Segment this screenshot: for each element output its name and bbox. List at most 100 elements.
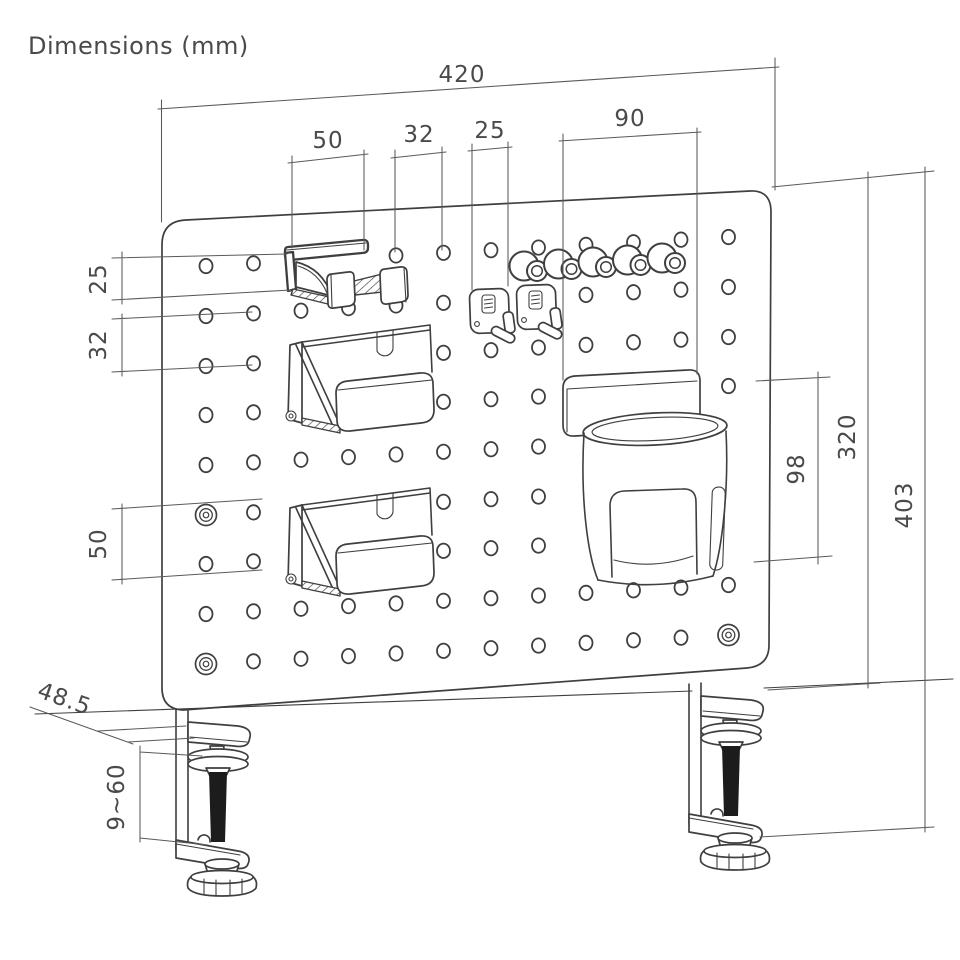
peg-hole	[246, 255, 261, 272]
peg-hole	[246, 504, 261, 521]
peg-hole	[721, 377, 736, 395]
peg-hole	[578, 584, 594, 602]
peg-hole	[198, 555, 214, 573]
peg-hole	[483, 590, 499, 607]
fixing-bolt	[194, 503, 218, 527]
peg-hole	[436, 542, 451, 559]
peg-hole	[246, 653, 261, 670]
peg-hole	[531, 587, 546, 604]
peg-hole	[341, 597, 356, 615]
peg-hole	[293, 600, 309, 617]
peg-hole	[436, 344, 451, 361]
cable-peg	[646, 242, 686, 274]
peg-hole	[483, 491, 499, 508]
peg-hole	[483, 441, 499, 458]
dim-top-hook-width: 50	[312, 128, 343, 154]
left-desk-clamp	[175, 708, 258, 897]
peg-hole	[246, 553, 261, 570]
peg-hole	[531, 339, 546, 356]
peg-hole	[531, 537, 546, 554]
peg-hole	[531, 239, 546, 256]
dim-width-total: 420	[439, 62, 486, 88]
page-title: Dimensions (mm)	[28, 32, 249, 60]
peg-hole	[436, 493, 451, 510]
peg-hole	[531, 438, 546, 455]
peg-hole	[578, 634, 594, 652]
cable-peg	[612, 244, 652, 276]
cable-pegs	[508, 242, 686, 282]
cup-holder	[562, 369, 728, 586]
peg-hole	[198, 257, 214, 275]
peg-hole	[388, 595, 404, 612]
peg-hole	[483, 540, 499, 557]
peg-hole	[721, 278, 736, 296]
fixing-bolt	[717, 623, 740, 647]
dim-left-hook-height: 25	[86, 263, 112, 294]
peg-hole	[246, 454, 261, 471]
peg-hole	[721, 576, 736, 594]
peg-hole	[483, 391, 499, 408]
peg-hole	[293, 451, 309, 468]
peg-hole	[246, 404, 261, 421]
peg-hole	[626, 632, 641, 649]
peg-hole	[198, 406, 214, 424]
cable-peg	[577, 246, 617, 278]
peg-hole	[246, 603, 261, 620]
dim-board-height: 320	[835, 414, 861, 461]
dim-total-height: 403	[892, 482, 918, 529]
peg-hole	[293, 650, 309, 667]
peg-hole	[531, 388, 546, 405]
dim-left-holder-height: 50	[86, 528, 112, 559]
peg-hole	[626, 582, 641, 599]
peg-hole	[246, 305, 261, 322]
dim-clamp-range: 9~60	[104, 763, 130, 830]
peg-hole	[388, 446, 404, 463]
peg-hole	[198, 605, 214, 623]
right-desk-clamp	[688, 682, 771, 871]
peg-hole	[626, 334, 641, 351]
peg-hole	[341, 647, 356, 665]
peg-hole	[436, 443, 451, 460]
dim-cup-height: 98	[784, 453, 810, 484]
peg-hole	[436, 592, 451, 609]
pegboard-panel	[161, 190, 772, 711]
peg-hole	[388, 645, 404, 662]
peg-hole	[531, 488, 546, 505]
fixing-bolt	[194, 652, 218, 676]
dim-left-hole-pitch: 32	[86, 329, 112, 360]
peg-hole	[246, 355, 261, 372]
pegboard-holes	[194, 228, 740, 676]
peg-hole	[483, 242, 499, 259]
dim-top-hook-plate: 25	[474, 118, 505, 144]
desk-edge	[34, 678, 954, 715]
peg-hole	[626, 284, 641, 301]
peg-hole	[721, 328, 736, 346]
peg-hole	[483, 342, 499, 359]
peg-hole	[673, 281, 689, 298]
dim-top-cup-width: 90	[614, 106, 645, 132]
peg-hole	[436, 642, 451, 659]
peg-hole	[483, 640, 499, 657]
peg-hole	[673, 231, 689, 248]
peg-hole	[198, 357, 214, 375]
dim-clamp-depth: 48.5	[34, 678, 95, 721]
peg-hole	[578, 286, 594, 304]
peg-hole	[198, 456, 214, 474]
headphone-hook	[283, 238, 409, 309]
peg-hole	[673, 579, 689, 596]
peg-hole	[721, 228, 736, 246]
peg-hole	[673, 629, 689, 646]
peg-hole	[673, 331, 689, 348]
peg-hole	[198, 307, 214, 325]
peg-hole	[436, 244, 451, 261]
peg-hole	[388, 247, 404, 264]
peg-hole	[531, 637, 546, 654]
peg-hole	[341, 448, 356, 466]
peg-hole	[578, 336, 594, 354]
peg-hole	[293, 302, 309, 319]
cable-peg	[543, 248, 583, 280]
dim-top-hole-pitch: 32	[403, 122, 434, 148]
peg-hole	[436, 393, 451, 410]
